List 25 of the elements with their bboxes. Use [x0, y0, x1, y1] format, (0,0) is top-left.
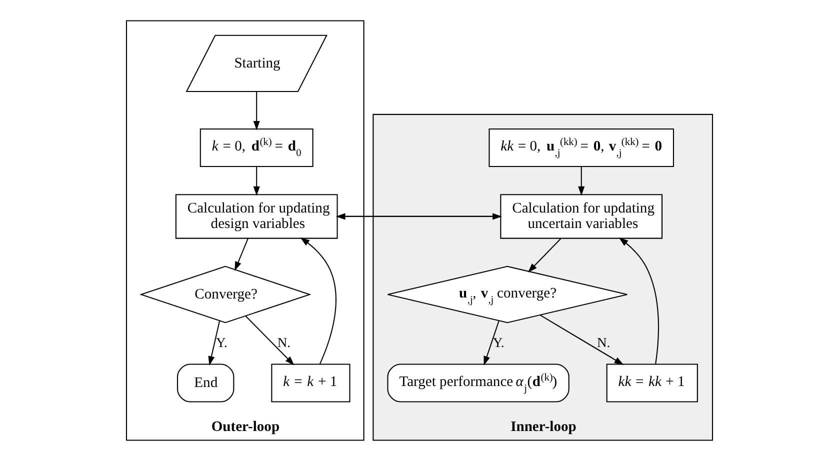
arrow [208, 320, 220, 366]
arrow [244, 316, 294, 366]
edge-label: N. [276, 334, 290, 350]
node-box: kk = kk + 1 [606, 364, 698, 402]
arrow [527, 238, 561, 272]
arrow [540, 314, 624, 365]
node-box: kk = 0, u$_{,j}$$^{(kk)}$ = 0, v$_{,j}$$^{(kk)}$ = 0 [488, 128, 674, 167]
node-box: Calculation for updating design variables [174, 194, 338, 239]
arrow [618, 237, 659, 364]
edge-label: N. [596, 334, 610, 350]
node-box: k = k + 1 [270, 364, 350, 402]
arrow [234, 238, 248, 271]
node-box: End [176, 364, 234, 402]
node-box: Calculation for updating uncertain variables [500, 194, 662, 239]
arrow [252, 166, 260, 196]
edge-label: Y. [492, 334, 504, 350]
node-diamond: u$_{,j}$, v$_{,j}$ converge? [386, 266, 628, 324]
node-diamond: Converge? [138, 266, 311, 324]
node-box: k = 0, d$^{(k)}$ = d$_{0}$ [199, 128, 313, 167]
arrow [300, 237, 336, 364]
arrow [578, 166, 584, 196]
arrow [252, 92, 260, 130]
arrow [483, 320, 499, 366]
edge-label: Y. [216, 334, 227, 350]
node-box: Target performance α$_{j}$(d$^{(k)}$) [386, 364, 569, 402]
